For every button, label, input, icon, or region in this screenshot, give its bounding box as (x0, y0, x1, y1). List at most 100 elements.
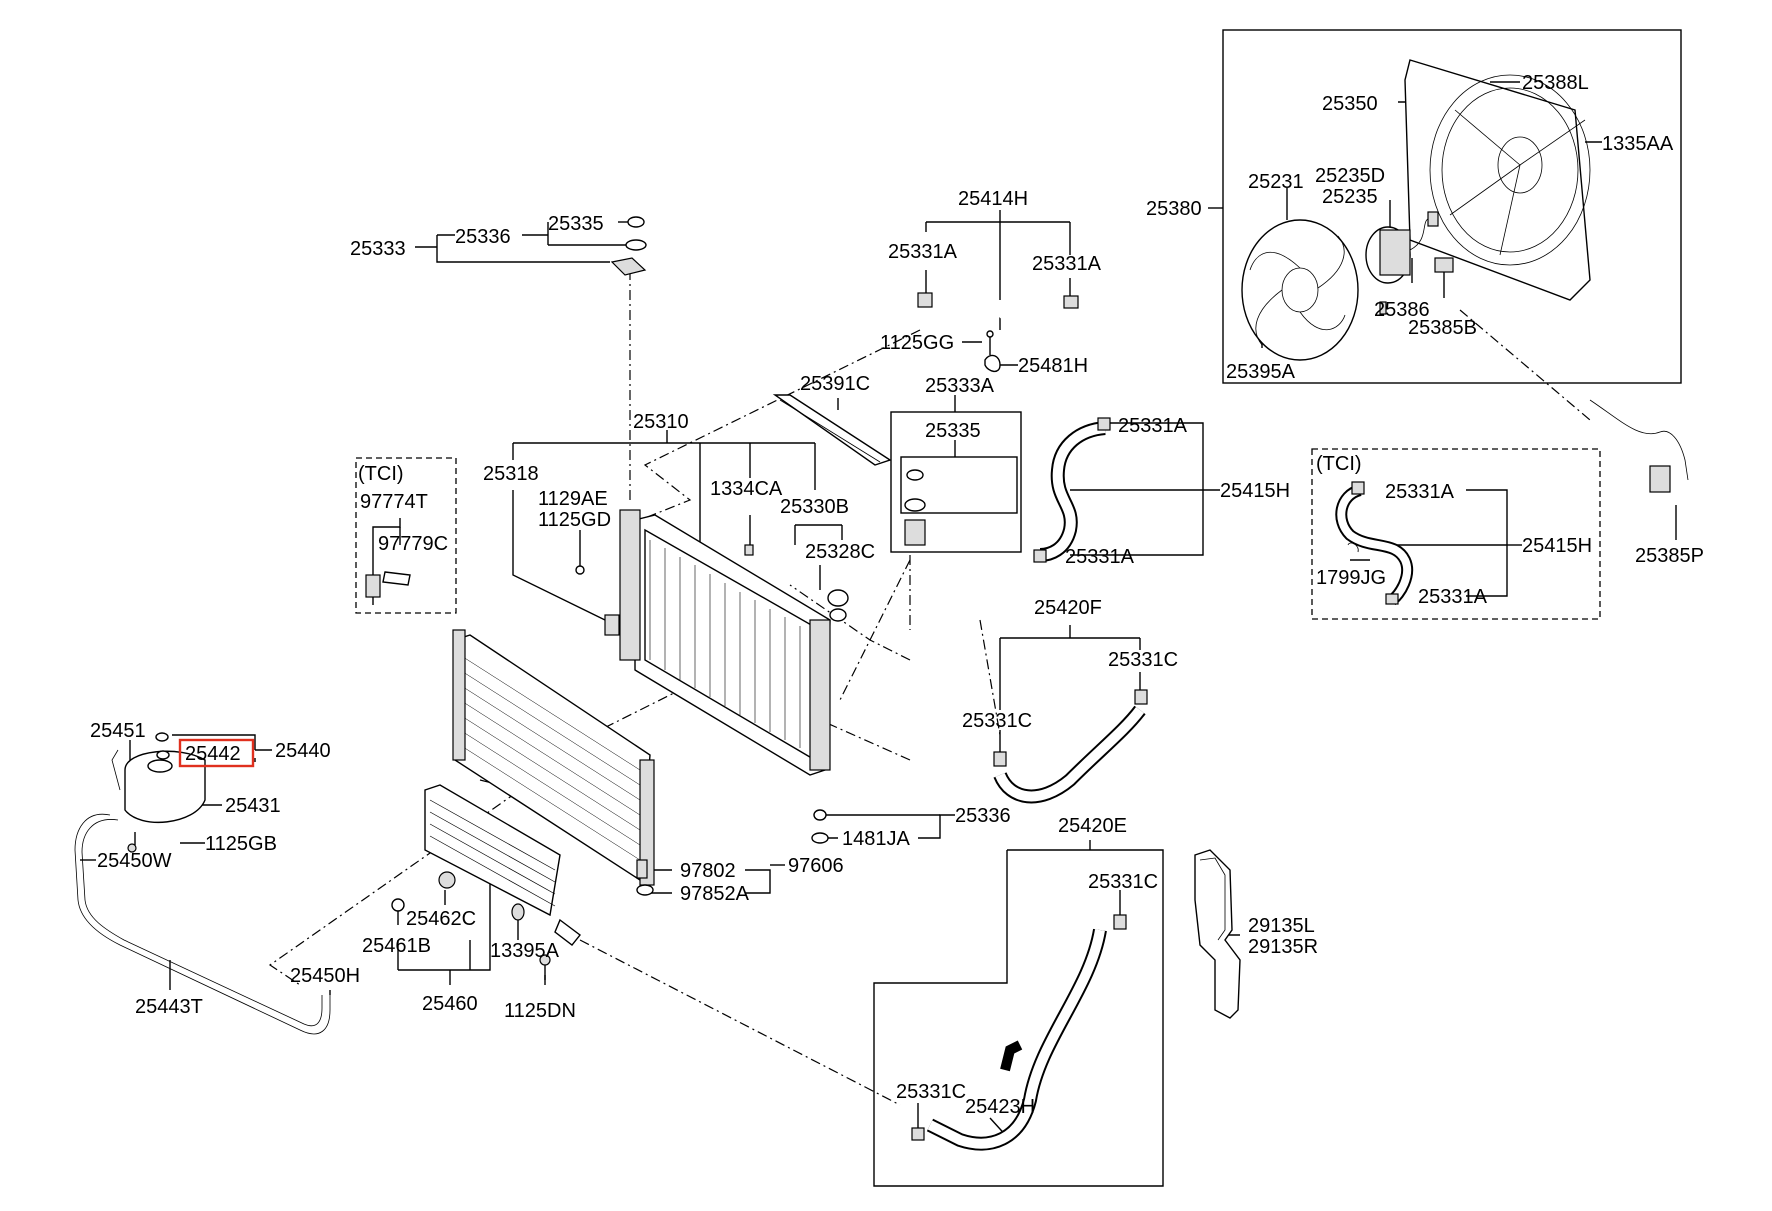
label-25414H: 25414H (958, 188, 1028, 210)
label-25336-top: 25336 (455, 226, 511, 248)
label-25481H: 25481H (1018, 355, 1088, 377)
label-1799JG: 1799JG (1316, 567, 1386, 589)
alignment-lines (268, 270, 1591, 1106)
label-25318: 25318 (483, 463, 539, 485)
condenser-icon (452, 629, 655, 886)
label-25415H: 25415H (1220, 480, 1290, 502)
label-25385B: 25385B (1408, 317, 1477, 339)
label-25330B: 25330B (780, 496, 849, 518)
label-25388L: 25388L (1522, 72, 1589, 94)
label-1334CA: 1334CA (710, 478, 783, 500)
tci-bracket-icon (365, 571, 411, 605)
label-25331A-e: 25331A (1385, 481, 1455, 503)
label-25310: 25310 (633, 411, 689, 433)
label-25442-highlight (178, 738, 255, 768)
radiator-core-icon (619, 509, 831, 776)
label-25442: 25442 (185, 743, 241, 765)
label-25331A-d: 25331A (1065, 546, 1135, 568)
label-1129AE: 1129AE (538, 488, 608, 510)
label-25450H: 25450H (290, 965, 360, 987)
label-1335AA: 1335AA (1602, 133, 1674, 155)
label-13395A: 13395A (490, 940, 560, 962)
fan-motor-icon (1365, 211, 1439, 284)
label-25461B: 25461B (362, 935, 431, 957)
label-25331A-f: 25331A (1418, 586, 1488, 608)
label-25328C: 25328C (805, 541, 875, 563)
label-25331A-b: 25331A (1032, 253, 1102, 275)
reservoir-tank-icon (111, 732, 206, 853)
condenser-brackets-icon (636, 859, 654, 896)
label-25391C: 25391C (800, 373, 870, 395)
label-1125GB: 1125GB (205, 833, 277, 855)
label-25331C-a: 25331C (1108, 649, 1178, 671)
label-1125GD: 1125GD (538, 509, 611, 531)
oil-cooler-icon (391, 784, 581, 980)
label-25415H-tci: 25415H (1522, 535, 1592, 557)
label-25395A: 25395A (1226, 361, 1296, 383)
label-25431: 25431 (225, 795, 281, 817)
fan-shroud-assembly-box (1222, 29, 1682, 384)
fan-harness-icon (1589, 399, 1689, 493)
label-25335-top: 25335 (548, 213, 604, 235)
air-guard-icon (772, 394, 892, 466)
label-25350: 25350 (1322, 93, 1378, 115)
bolt-1125GG-icon (984, 330, 1001, 373)
lower-hose-box (873, 849, 1164, 1187)
label-25460: 25460 (422, 993, 478, 1015)
label-25336-bot: 25336 (955, 805, 1011, 827)
fan-connector-icon (1379, 257, 1454, 315)
label-97802: 97802 (680, 860, 736, 882)
label-tci-right: (TCI) (1316, 453, 1362, 475)
label-25331A-c: 25331A (1118, 415, 1188, 437)
label-25380: 25380 (1146, 198, 1202, 220)
hose-tci-icon (1335, 481, 1414, 606)
label-25386: 25386 (1374, 299, 1430, 321)
label-97779C: 97779C (378, 533, 448, 555)
label-25331C-c: 25331C (1088, 871, 1158, 893)
label-25231: 25231 (1248, 171, 1304, 193)
label-97606: 97606 (788, 855, 844, 877)
label-25331C-d: 25331C (896, 1081, 966, 1103)
hose-25420F-icon (993, 689, 1148, 804)
label-25333: 25333 (350, 238, 406, 260)
cap-kit-parts-icon (904, 469, 926, 546)
label-1125DN: 1125DN (504, 1000, 576, 1022)
tci-box-right (1311, 448, 1601, 620)
cap-kit-inner-box (900, 456, 1018, 514)
label-25440: 25440 (275, 740, 331, 762)
overflow-hose-icon (74, 813, 331, 1035)
label-25331A-a: 25331A (888, 241, 958, 263)
label-25333A: 25333A (925, 375, 995, 397)
bottom-mount-icon (811, 809, 829, 844)
label-29135R: 29135R (1248, 936, 1318, 958)
hose-25415H-icon (1033, 417, 1111, 563)
label-25443T: 25443T (135, 996, 203, 1018)
label-25331C-b: 25331C (962, 710, 1032, 732)
label-25451: 25451 (90, 720, 146, 742)
label-1125GG: 1125GG (880, 332, 954, 354)
label-25235D: 25235D (1315, 165, 1385, 187)
label-29135L: 29135L (1248, 915, 1315, 937)
fan-blade-icon (1241, 219, 1359, 361)
radiator-cap-icon (610, 216, 647, 276)
upper-hose-icon (917, 291, 1080, 342)
label-25450W: 25450W (97, 850, 172, 872)
label-25385P: 25385P (1635, 545, 1704, 567)
tci-box-left (355, 457, 457, 614)
label-1481JA: 1481JA (842, 828, 910, 850)
label-97774T: 97774T (360, 491, 428, 513)
label-25420E: 25420E (1058, 815, 1127, 837)
label-97852A: 97852A (680, 883, 750, 905)
cap-kit-box (890, 411, 1022, 553)
hose-25423H-icon (911, 914, 1127, 1151)
label-25462C: 25462C (406, 908, 476, 930)
label-25235: 25235 (1322, 186, 1378, 208)
label-25420F: 25420F (1034, 597, 1102, 619)
label-25335-kit: 25335 (925, 420, 981, 442)
mounting-bolts-icon (575, 544, 754, 636)
radiator-drain-icon (827, 589, 849, 622)
fan-shroud-icon (1404, 59, 1591, 301)
label-tci-left: (TCI) (358, 463, 404, 485)
label-25423H: 25423H (965, 1096, 1035, 1118)
